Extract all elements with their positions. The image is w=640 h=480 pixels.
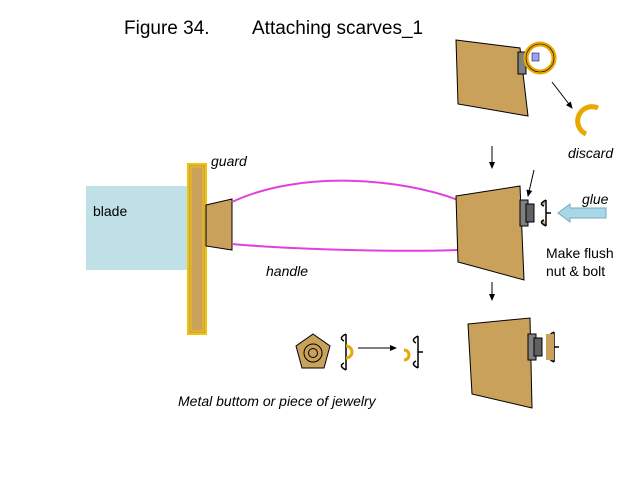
cap-fill-bottom [546, 334, 554, 360]
blade-label: blade [93, 203, 127, 219]
discard-label: discard [568, 145, 614, 161]
scarf-line-bottom [231, 243, 459, 252]
discarded-ring [575, 104, 600, 137]
discard-arrow [551, 81, 573, 109]
bolt-cap-middle [540, 199, 551, 227]
metal-button-label: Metal buttom or piece of jewelry [178, 393, 377, 409]
blade-shape [86, 186, 190, 270]
guard-label: guard [211, 153, 248, 169]
button-side-profile [340, 333, 347, 371]
button-ring-outer [303, 343, 323, 363]
ring-top-outline [525, 43, 555, 73]
guard-inner-outline [190, 166, 204, 332]
handle-end-bottom [467, 317, 533, 409]
handle-end-middle [455, 185, 525, 281]
ring-top-insert [531, 52, 540, 62]
handle-label: handle [266, 263, 308, 279]
glue-label: glue [582, 191, 609, 207]
figure-number: Figure 34. [124, 18, 210, 39]
make-flush-label-line1: Make flush [546, 245, 614, 261]
scarf-line-top [231, 179, 459, 203]
figure-caption: Attaching scarves_1 [252, 18, 423, 39]
handle-stub [205, 198, 233, 251]
glue-arrow [557, 203, 607, 223]
button-profile-trimmed [412, 335, 423, 369]
button-ring-inner [308, 348, 318, 358]
pentagon-button [295, 333, 331, 369]
guard-shape [187, 163, 207, 335]
nut-middle [525, 203, 535, 223]
flush-arrow [526, 169, 535, 197]
nut-bottom [533, 337, 543, 357]
handle-end-top [455, 39, 529, 117]
cut-shank [403, 348, 411, 362]
button-shank-ring [345, 344, 354, 360]
make-flush-label-line2: nut & bolt [546, 263, 605, 279]
